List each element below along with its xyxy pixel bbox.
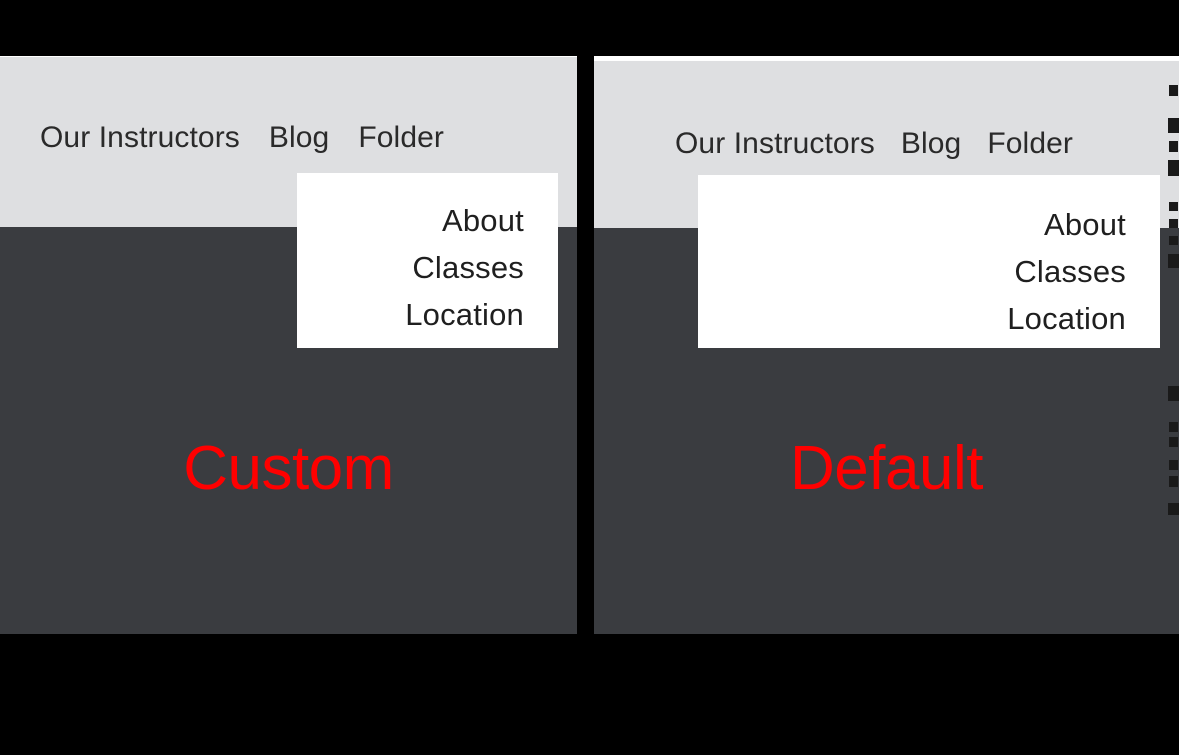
dropdown-item-location[interactable]: Location: [405, 297, 524, 332]
nav-item-blog[interactable]: Blog: [900, 127, 962, 160]
dropdown-item-about[interactable]: About: [1043, 207, 1126, 242]
variant-label-custom: Custom: [183, 434, 394, 503]
dropdown-menu-custom[interactable]: About Classes Location: [297, 173, 558, 348]
nav-item-our-instructors[interactable]: Our Instructors: [40, 121, 240, 154]
nav-items-default: Our Instructors Blog Folder: [675, 129, 1073, 159]
dropdown-menu-default[interactable]: About Classes Location: [698, 175, 1160, 348]
nav-items-custom: Our Instructors Blog Folder: [40, 123, 444, 153]
nav-item-blog[interactable]: Blog: [268, 121, 330, 154]
dropdown-item-about[interactable]: About: [441, 203, 524, 238]
nav-item-our-instructors[interactable]: Our Instructors: [675, 127, 875, 160]
nav-item-folder[interactable]: Folder: [987, 127, 1073, 160]
dropdown-item-location[interactable]: Location: [1007, 301, 1126, 336]
variant-label-default: Default: [790, 434, 983, 503]
nav-item-folder[interactable]: Folder: [358, 121, 444, 154]
panel-default: Our Instructors Blog Folder Default belo…: [594, 56, 1179, 634]
panel-top-strip: [594, 56, 1179, 61]
dropdown-item-classes[interactable]: Classes: [1014, 254, 1126, 289]
panel-custom: Our Instructors Blog Folder Custom below…: [0, 56, 577, 634]
dropdown-item-classes[interactable]: Classes: [412, 250, 524, 285]
